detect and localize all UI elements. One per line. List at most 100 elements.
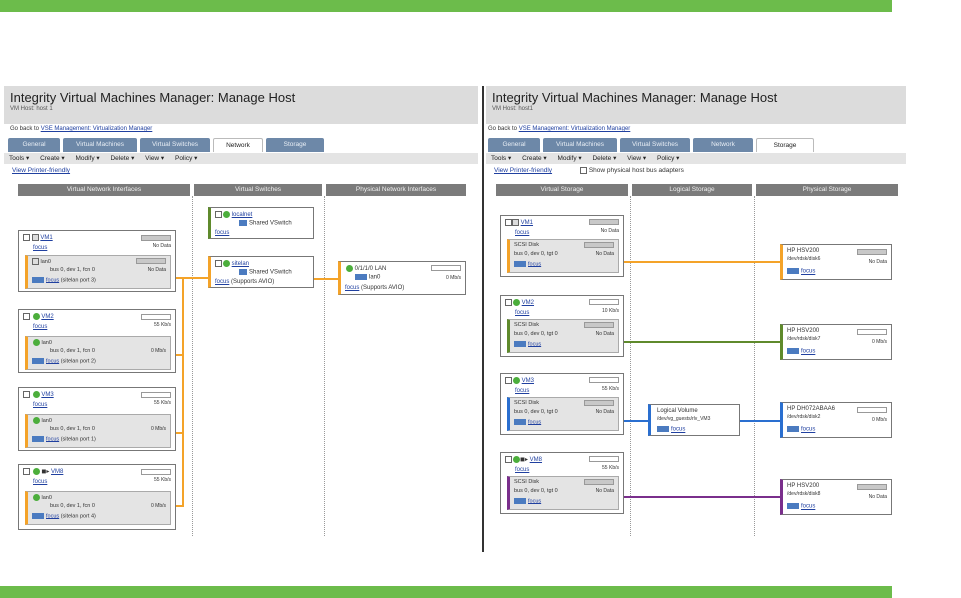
tab-virtual-machines[interactable]: Virtual Machines: [543, 138, 617, 152]
switch-link[interactable]: localnet: [231, 212, 253, 219]
menu-policy[interactable]: Policy ▾: [657, 155, 680, 162]
tab-network[interactable]: Network: [213, 138, 263, 152]
focus-link[interactable]: focus: [33, 402, 48, 408]
vm-checkbox[interactable]: [505, 456, 512, 463]
focus-link[interactable]: focus: [801, 426, 816, 433]
go-back-link[interactable]: VSE Management: Virtualization Manager: [518, 126, 631, 132]
switch-type: Shared VSwitch: [249, 220, 292, 227]
nic-icon: [32, 258, 39, 265]
header-virtual-network-interfaces: Virtual Network Interfaces: [18, 184, 190, 196]
tab-storage[interactable]: Storage: [756, 138, 814, 152]
phys-bar: [857, 484, 887, 490]
focus-link[interactable]: focus: [515, 310, 530, 316]
focus-link[interactable]: focus: [46, 513, 60, 520]
vnic-box: lan0 bus 0, dev 1, fcn 0 0 Mb/s focus (s…: [25, 414, 171, 448]
focus-link[interactable]: focus: [33, 324, 48, 330]
focus-link[interactable]: focus: [515, 230, 530, 236]
menu-view[interactable]: View ▾: [627, 155, 647, 162]
show-adapters-label: Show physical host bus adapters: [588, 167, 684, 175]
focus-link[interactable]: focus: [528, 419, 542, 426]
focus-link[interactable]: focus: [801, 268, 816, 275]
lv-path: /dev/vg_guests/rlv_VM3: [657, 416, 711, 422]
header-virtual-storage: Virtual Storage: [496, 184, 628, 196]
phys-path: /dev/rdsk/disk6: [787, 256, 821, 262]
vm-link[interactable]: VM2: [41, 314, 54, 321]
switch-checkbox[interactable]: [215, 211, 222, 218]
connector-line: [174, 354, 184, 356]
vm-checkbox[interactable]: [23, 391, 30, 398]
focus-link[interactable]: focus: [671, 426, 686, 433]
panel-separator: [482, 86, 484, 552]
menu-create[interactable]: Create ▾: [522, 155, 547, 162]
focus-link[interactable]: focus: [528, 261, 542, 268]
focus-link[interactable]: focus: [46, 277, 60, 284]
vm-checkbox[interactable]: [505, 219, 512, 226]
menu-modify[interactable]: Modify ▾: [75, 155, 100, 162]
vm-checkbox[interactable]: [23, 468, 30, 475]
nic-stat: 0 Mb/s: [150, 348, 166, 354]
focus-link[interactable]: focus: [528, 341, 542, 348]
title-bar: Integrity Virtual Machines Manager: Mana…: [4, 86, 478, 124]
vm-link[interactable]: VM8: [51, 469, 64, 476]
focus-link[interactable]: focus: [33, 479, 48, 485]
printer-friendly-link[interactable]: View Printer-friendly: [12, 167, 71, 174]
lv-name: Logical Volume: [657, 408, 698, 414]
tab-virtual-switches[interactable]: Virtual Switches: [620, 138, 690, 152]
phys-path: /dev/rdsk/disk2: [787, 414, 821, 420]
menu-view[interactable]: View ▾: [145, 155, 165, 162]
vm-link[interactable]: VM1: [40, 235, 53, 242]
vm-link[interactable]: VM2: [521, 300, 535, 307]
menu-tools[interactable]: Tools ▾: [9, 155, 30, 162]
focus-link[interactable]: focus: [215, 279, 230, 285]
vm-checkbox[interactable]: [23, 313, 30, 320]
focus-link[interactable]: focus: [801, 503, 816, 510]
show-adapters-option: Show physical host bus adapters: [580, 167, 684, 174]
vm-link[interactable]: VM3: [521, 378, 535, 385]
tab-bar: General Virtual Machines Virtual Switche…: [8, 138, 324, 152]
focus-link[interactable]: focus: [801, 348, 816, 355]
focus-link[interactable]: focus: [515, 388, 530, 394]
focus-link[interactable]: focus: [345, 285, 360, 291]
menu-delete[interactable]: Delete ▾: [592, 155, 617, 162]
tab-virtual-switches[interactable]: Virtual Switches: [140, 138, 210, 152]
vm-checkbox[interactable]: [23, 234, 30, 241]
focus-link[interactable]: focus: [215, 230, 230, 236]
nic-stat: No Data: [147, 267, 166, 273]
switch-icon: [239, 220, 247, 226]
switch-link[interactable]: sitelan: [231, 261, 250, 268]
tab-virtual-machines[interactable]: Virtual Machines: [63, 138, 137, 152]
tab-general[interactable]: General: [8, 138, 60, 152]
menu-policy[interactable]: Policy ▾: [175, 155, 198, 162]
vm-checkbox[interactable]: [505, 377, 512, 384]
phys-bar: [857, 329, 887, 335]
network-card-icon: [32, 513, 44, 519]
title-bar: Integrity Virtual Machines Manager: Mana…: [486, 86, 906, 124]
vm-checkbox[interactable]: [505, 299, 512, 306]
tab-general[interactable]: General: [488, 138, 540, 152]
disk-name: SCSI Disk: [514, 242, 540, 248]
vnic-box: lan0 bus 0, dev 1, fcn 0 0 Mb/s focus (s…: [25, 491, 171, 525]
tab-storage[interactable]: Storage: [266, 138, 324, 152]
menu-modify[interactable]: Modify ▾: [557, 155, 582, 162]
focus-link[interactable]: focus: [46, 358, 60, 365]
top-accent-bar: [0, 0, 892, 12]
show-adapters-checkbox[interactable]: [580, 167, 587, 174]
vm-icon: [512, 219, 519, 226]
port-label: (sitelan port 3): [60, 277, 96, 284]
connector-line: [174, 432, 184, 434]
vm-link[interactable]: VM1: [520, 220, 534, 227]
focus-link[interactable]: focus: [46, 436, 60, 443]
menu-create[interactable]: Create ▾: [40, 155, 65, 162]
vnic-box: lan0 bus 0, dev 1, fcn 0 0 Mb/s focus (s…: [25, 336, 171, 370]
printer-friendly-link[interactable]: View Printer-friendly: [494, 167, 553, 174]
menu-tools[interactable]: Tools ▾: [491, 155, 512, 162]
vm-link[interactable]: VM3: [41, 392, 54, 399]
focus-link[interactable]: focus: [528, 498, 542, 505]
focus-link[interactable]: focus: [515, 467, 530, 473]
tab-network[interactable]: Network: [693, 138, 753, 152]
go-back-link[interactable]: VSE Management: Virtualization Manager: [40, 126, 153, 132]
vm-link[interactable]: VM8: [529, 457, 543, 464]
focus-link[interactable]: focus: [33, 245, 48, 251]
menu-delete[interactable]: Delete ▾: [110, 155, 135, 162]
switch-checkbox[interactable]: [215, 260, 222, 267]
